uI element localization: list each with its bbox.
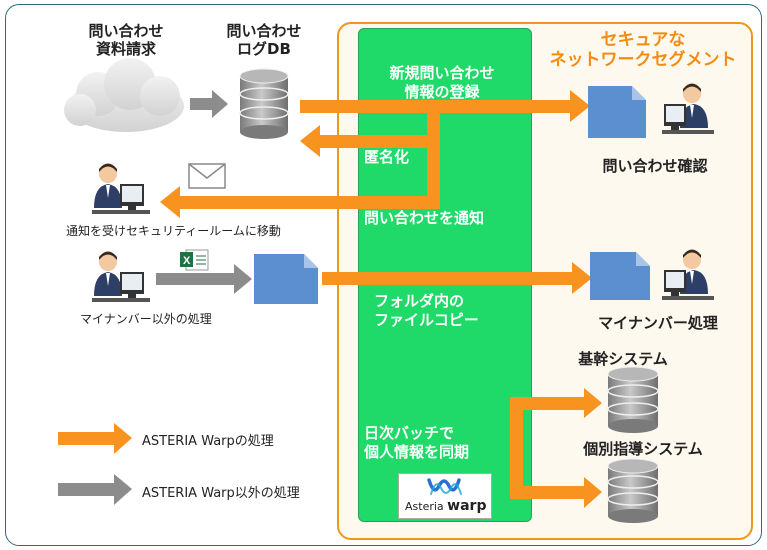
database-icon (607, 366, 659, 433)
warp-wave-icon (427, 478, 462, 495)
non-mynumber-label: マイナンバー以外の処理 (80, 312, 212, 326)
inquiry-source-line1: 問い合わせ (88, 22, 164, 40)
batch-sync-step-label: 日次バッチで 個人情報を同期 (364, 424, 469, 462)
log-db-line1: 問い合わせ (226, 22, 302, 40)
person-at-desk-icon (92, 251, 150, 302)
legend-orange-arrow (58, 423, 132, 454)
core-system-label: 基幹システム (578, 350, 668, 368)
guidance-system-label: 個別指導システム (583, 440, 703, 458)
register-line1: 新規問い合わせ (389, 64, 495, 82)
register-step-label: 新規問い合わせ 情報の登録 (372, 64, 512, 102)
secure-title-line1: セキュアな (600, 30, 686, 50)
legend-gray-arrow (58, 474, 132, 505)
file-copy-line2: ファイルコピー (374, 311, 479, 329)
log-db-line2: ログDB (237, 40, 291, 58)
envelope-icon (188, 163, 226, 189)
cloud-icon (64, 58, 184, 132)
batch-sync-line2: 個人情報を同期 (364, 443, 470, 461)
inquiry-source-line2: 資料請求 (95, 40, 156, 58)
file-copy-line1: フォルダ内の (374, 292, 465, 310)
document-icon (590, 252, 650, 300)
inquiry-confirm-label: 問い合わせ確認 (602, 157, 708, 175)
file-copy-step-label: フォルダ内の ファイルコピー (374, 292, 479, 330)
mynumber-process-label: マイナンバー処理 (598, 314, 718, 332)
gray-arrow-person-to-file (156, 264, 252, 294)
orange-flow-arrows (160, 90, 602, 508)
logo-product: warp (447, 498, 487, 514)
secure-title-line2: ネットワークセグメント (549, 50, 737, 70)
anonymize-step-label: 匿名化 (364, 148, 410, 166)
inquiry-source-label: 問い合わせ 資料請求 (78, 22, 174, 58)
notify-step-label: 問い合わせを通知 (364, 209, 485, 227)
svg-text:X: X (183, 255, 191, 267)
person-at-desk-icon (92, 163, 150, 214)
document-icon (588, 86, 646, 138)
log-db-label: 問い合わせ ログDB (216, 22, 312, 58)
register-line2: 情報の登録 (404, 83, 480, 101)
legend-other-label: ASTERIA Warp以外の処理 (142, 486, 300, 501)
gray-arrow-cloud-to-db (190, 90, 228, 118)
legend-asteria-label: ASTERIA Warpの処理 (142, 434, 274, 449)
database-icon (239, 68, 289, 139)
person-at-desk-icon (662, 83, 714, 134)
batch-sync-line1: 日次バッチで (364, 424, 455, 442)
database-icon (607, 458, 659, 523)
logo-brand: Asteria (405, 500, 444, 513)
notify-person-label: 通知を受けセキュリティールームに移動 (66, 224, 281, 238)
document-icon (254, 254, 318, 304)
logo-wordmark: Asteria warp (405, 498, 486, 514)
person-at-desk-icon (662, 249, 714, 300)
excel-file-icon: X (180, 249, 209, 271)
asteria-warp-logo: Asteria warp (398, 473, 492, 519)
secure-segment-title: セキュアな ネットワークセグメント (538, 30, 748, 70)
